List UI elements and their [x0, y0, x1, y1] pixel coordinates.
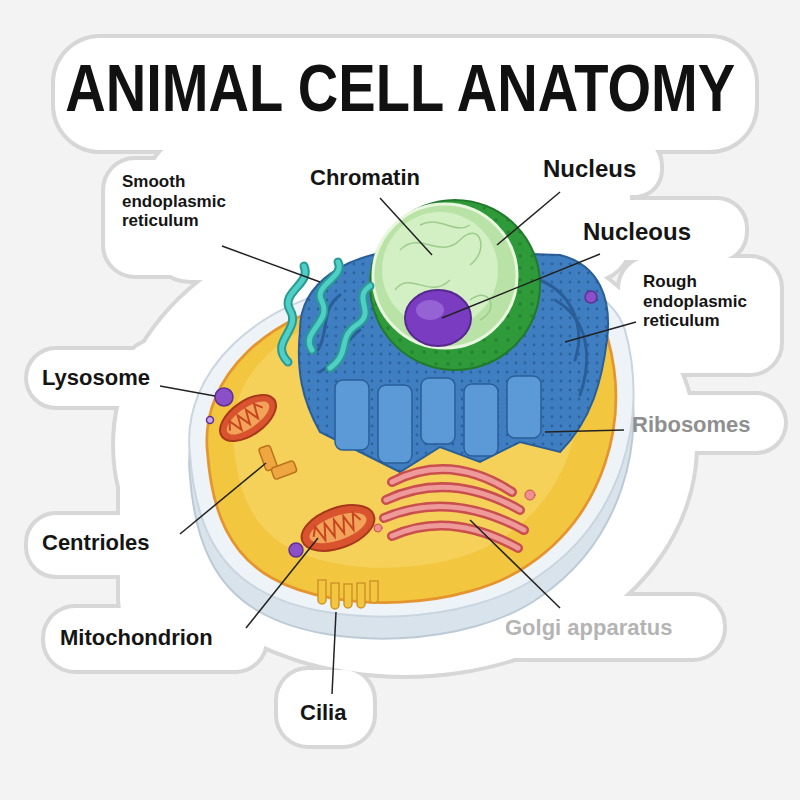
leader-line — [497, 192, 560, 245]
title-bar: ANIMAL CELL ANATOMY — [0, 52, 800, 125]
part-label: Cilia — [300, 700, 346, 725]
rough-er — [555, 300, 587, 395]
leader-line — [246, 538, 318, 628]
mitochondrion — [225, 401, 266, 435]
lysosome — [207, 417, 214, 424]
nucleus — [370, 200, 540, 370]
part-label: Nucleous — [583, 218, 691, 246]
nucleus — [405, 290, 471, 346]
rough-er — [378, 385, 412, 463]
leader-line — [160, 386, 215, 396]
cilia — [331, 583, 339, 609]
rough-er — [540, 280, 579, 360]
mitochondrion — [212, 386, 284, 451]
lysosome — [585, 291, 597, 303]
centrioles — [258, 445, 297, 480]
part-label: Rough endoplasmic reticulum — [643, 272, 768, 331]
part-label: Chromatin — [310, 165, 420, 190]
rough-er — [464, 384, 498, 456]
leader-line — [380, 198, 432, 255]
cilia — [370, 581, 378, 603]
centrioles — [271, 460, 298, 479]
nucleus — [373, 204, 517, 348]
nucleus — [416, 300, 444, 320]
nucleus — [382, 212, 498, 328]
rough-er — [421, 378, 455, 444]
sticker-outline — [28, 38, 784, 745]
mitochondrion — [306, 506, 371, 549]
nucleus — [420, 222, 470, 228]
mitochondrion — [212, 386, 381, 560]
part-label: Lysosome — [42, 365, 150, 390]
rough-er — [335, 376, 541, 463]
golgi-apparatus — [374, 469, 535, 548]
leader-line — [332, 612, 336, 694]
leader-line — [470, 520, 560, 608]
smooth-er — [330, 286, 370, 368]
nucleus — [370, 200, 540, 370]
lysosome — [289, 543, 303, 557]
leader-line — [545, 430, 624, 432]
golgi-apparatus — [525, 490, 535, 500]
leader-line — [180, 463, 266, 534]
rough-er — [318, 280, 587, 395]
nucleus — [400, 233, 481, 265]
part-label: Ribosomes — [632, 412, 751, 437]
smooth-er — [282, 262, 370, 368]
part-label: Centrioles — [42, 530, 150, 555]
golgi-apparatus — [384, 469, 524, 548]
sticker-outline — [28, 38, 784, 745]
nucleus — [370, 200, 540, 370]
smooth-er — [309, 262, 339, 350]
smooth-er — [330, 286, 370, 368]
smooth-er — [282, 262, 370, 368]
leader-line — [565, 322, 636, 342]
smooth-er — [282, 266, 306, 362]
leader-line — [222, 246, 320, 282]
mitochondrion — [212, 386, 284, 451]
nucleus — [395, 280, 450, 290]
cilia — [318, 580, 378, 609]
part-label: Golgi apparatus — [505, 615, 672, 640]
cilia — [318, 580, 326, 604]
golgi-apparatus — [374, 524, 382, 532]
cilia — [357, 583, 365, 608]
smooth-er — [309, 262, 339, 350]
lysosome — [207, 291, 598, 557]
golgi-apparatus — [384, 469, 524, 548]
part-label: Smooth endoplasmic reticulum — [122, 172, 247, 231]
part-label: Mitochondrion — [60, 625, 213, 650]
sticker-outline — [28, 38, 784, 745]
smooth-er — [282, 266, 306, 362]
title: ANIMAL CELL ANATOMY — [65, 52, 735, 125]
leader-line — [442, 254, 600, 318]
golgi-apparatus — [392, 525, 518, 548]
rough-er — [507, 376, 541, 438]
golgi-apparatus — [392, 525, 518, 548]
rough-er — [335, 380, 369, 450]
smooth-er — [282, 262, 370, 368]
lysosome — [215, 388, 233, 406]
cilia — [344, 584, 352, 608]
part-label: Nucleus — [543, 155, 636, 183]
